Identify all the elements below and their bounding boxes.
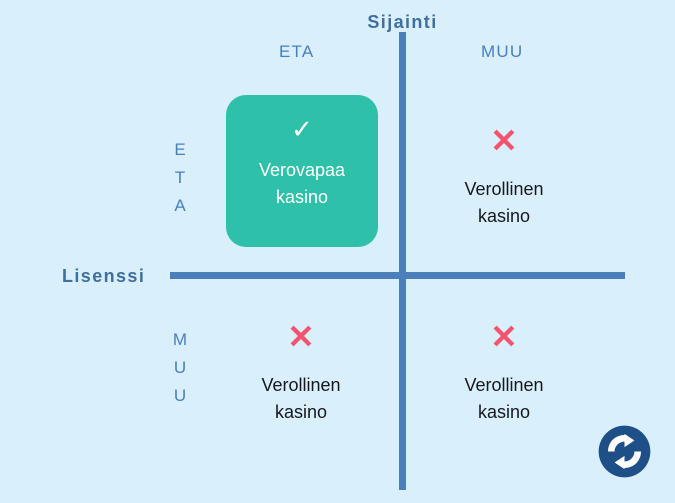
check-icon: ✓ (291, 114, 313, 144)
row-header-eta-letter-3: A (174, 196, 186, 215)
quadrant-cell-top-left-label: Verovapaa kasino (259, 157, 345, 211)
row-header-muu-letter-3: U (173, 386, 187, 405)
quadrant-cell-bottom-right: ✕ Verollinen kasino (419, 320, 589, 426)
cross-icon: ✕ (490, 318, 518, 355)
label-line-1: Verollinen (464, 179, 544, 199)
column-header-muu: MUU (481, 42, 524, 61)
label-line-1: Verollinen (261, 375, 341, 395)
quadrant-cell-top-left[interactable]: ✓ Verovapaa kasino (226, 95, 378, 247)
quadrant-cell-top-right-label: Verollinen kasino (464, 176, 543, 230)
row-header-eta-letter-2: T (174, 168, 186, 187)
label-line-2: kasino (477, 206, 531, 226)
row-header-muu-letter-2: U (173, 358, 187, 377)
label-line-2: kasino (275, 187, 328, 207)
sync-refresh-logo[interactable] (597, 424, 652, 479)
vertical-axis-line (399, 32, 406, 490)
y-axis-title: Lisenssi (62, 266, 146, 286)
column-header-eta: ETA (279, 42, 315, 61)
horizontal-axis-line (170, 272, 625, 279)
row-header-muu-letter-1: M (172, 330, 188, 349)
cross-icon: ✕ (287, 318, 315, 355)
row-header-muu: M U U (168, 326, 192, 410)
quadrant-cell-bottom-right-label: Verollinen kasino (464, 372, 543, 426)
label-line-1: Verollinen (464, 375, 544, 395)
quadrant-cell-bottom-left-label: Verollinen kasino (261, 372, 340, 426)
label-line-2: kasino (274, 402, 328, 422)
row-header-eta-letter-1: E (174, 140, 186, 159)
label-line-2: kasino (477, 402, 531, 422)
quadrant-cell-top-right: ✕ Verollinen kasino (419, 124, 589, 230)
cross-icon: ✕ (490, 122, 518, 159)
x-axis-title: Sijainti (367, 12, 438, 32)
quadrant-cell-bottom-left: ✕ Verollinen kasino (216, 320, 386, 426)
label-line-1: Verovapaa (258, 160, 346, 180)
row-header-eta: E T A (168, 136, 192, 220)
